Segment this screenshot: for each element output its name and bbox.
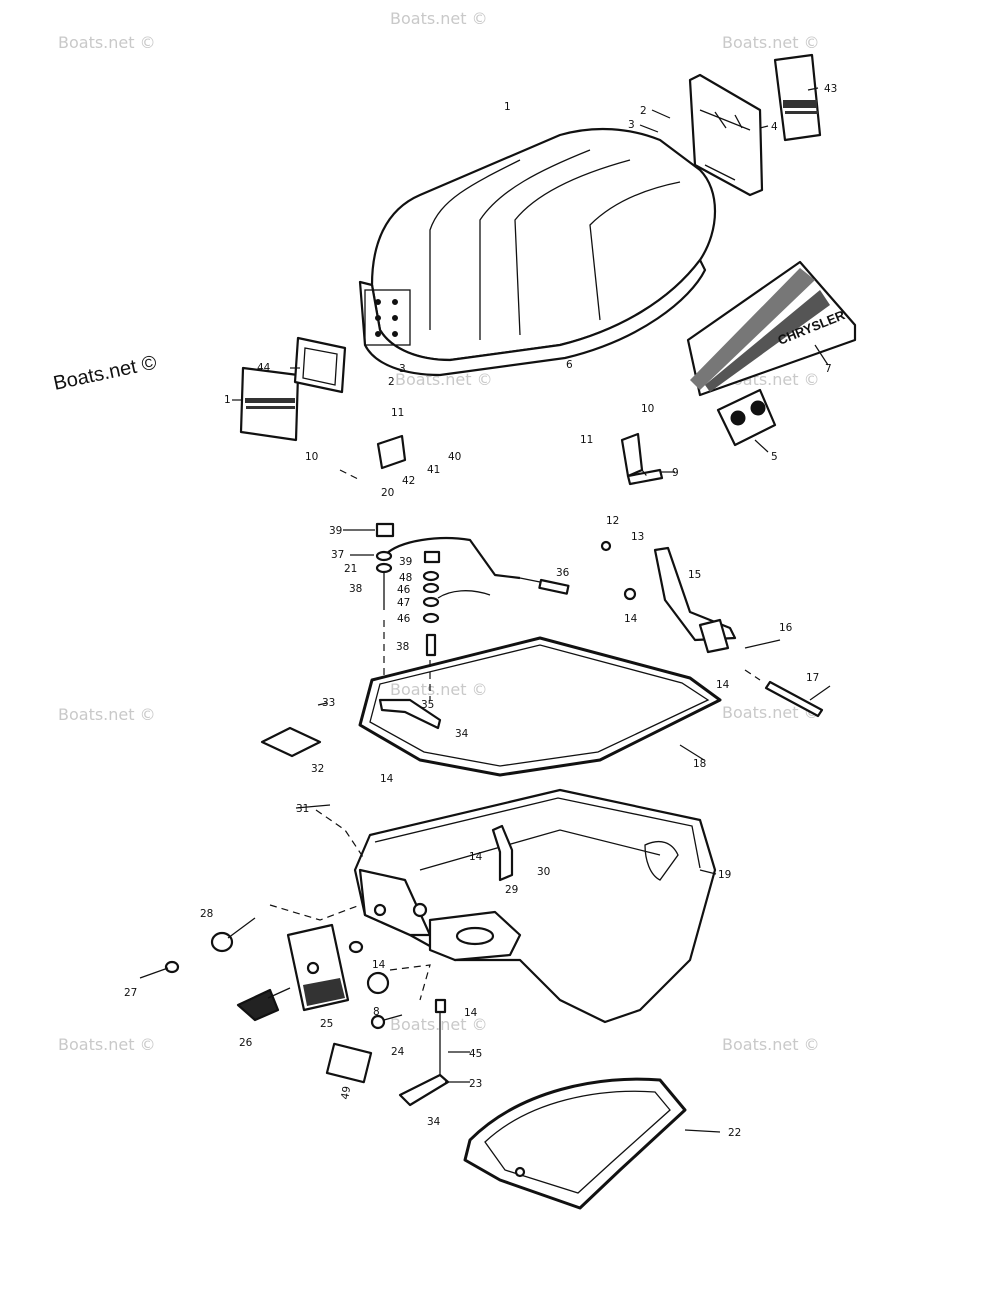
plate-32 bbox=[260, 726, 322, 758]
callout: 40 bbox=[448, 451, 461, 463]
callout: 16 bbox=[779, 622, 793, 634]
callout: 2 bbox=[388, 376, 395, 388]
callout: 33 bbox=[322, 697, 335, 709]
callout: 34 bbox=[427, 1116, 441, 1128]
callout: 7 bbox=[825, 363, 832, 375]
callout: 46 bbox=[397, 613, 411, 625]
callout: 37 bbox=[331, 549, 344, 561]
callout: 23 bbox=[469, 1078, 482, 1090]
callout: 21 bbox=[344, 563, 357, 575]
bracket-9 bbox=[620, 432, 664, 486]
front-decal-1 bbox=[239, 366, 300, 442]
callout: 39 bbox=[399, 556, 412, 568]
cowl-seal-18 bbox=[358, 636, 722, 777]
callout: 12 bbox=[606, 515, 619, 527]
watermark: Boats.net © bbox=[722, 33, 820, 52]
callout: 28 bbox=[200, 908, 213, 920]
callout: 4 bbox=[771, 121, 778, 133]
callout: 1 bbox=[224, 394, 231, 406]
callout: 14 bbox=[380, 773, 394, 785]
callout: 1 bbox=[504, 101, 511, 113]
bracket-29 bbox=[491, 824, 514, 882]
callout: 3 bbox=[628, 119, 635, 131]
callout: 5 bbox=[771, 451, 778, 463]
callout: 41 bbox=[427, 464, 440, 476]
callout: 24 bbox=[391, 1046, 405, 1058]
callout: 38 bbox=[396, 641, 409, 653]
callout: 34 bbox=[455, 728, 469, 740]
callout: 17 bbox=[806, 672, 819, 684]
callout: 14 bbox=[716, 679, 730, 691]
callout: 3 bbox=[399, 363, 406, 375]
callout: 48 bbox=[399, 572, 412, 584]
watermark: Boats.net © bbox=[390, 1015, 488, 1034]
lower-left-parts bbox=[164, 917, 450, 1107]
leader-lines bbox=[139, 87, 831, 1133]
rod-17 bbox=[764, 680, 824, 718]
callout: 19 bbox=[718, 869, 731, 881]
callout: 8 bbox=[373, 1006, 380, 1018]
callout: 9 bbox=[672, 467, 679, 479]
watermark: Boats.net © bbox=[58, 33, 156, 52]
callout: 47 bbox=[397, 597, 410, 609]
callout: 45 bbox=[469, 1048, 482, 1060]
callout: 36 bbox=[556, 567, 570, 579]
callout: 31 bbox=[296, 803, 309, 815]
callout: 20 bbox=[381, 487, 394, 499]
callout: 11 bbox=[580, 434, 593, 446]
watermark: Boats.net © bbox=[58, 705, 156, 724]
watermarks: Boats.net © Boats.net © Boats.net © Boat… bbox=[51, 9, 819, 1054]
callout: 25 bbox=[320, 1018, 333, 1030]
chrysler-decal: CHRYSLER bbox=[686, 260, 857, 397]
watermark: Boats.net © bbox=[58, 1035, 156, 1054]
bottom-seal-22 bbox=[463, 1077, 687, 1210]
callout: 14 bbox=[464, 1007, 478, 1019]
callout: 35 bbox=[421, 699, 434, 711]
side-decal-43 bbox=[773, 53, 822, 142]
callout: 32 bbox=[311, 763, 324, 775]
callout: 30 bbox=[537, 866, 550, 878]
bracket-44 bbox=[293, 336, 347, 394]
callout: 22 bbox=[728, 1127, 741, 1139]
callout: 11 bbox=[391, 407, 404, 419]
callout: 46 bbox=[397, 584, 411, 596]
callout: 2 bbox=[640, 105, 647, 117]
callout: 42 bbox=[402, 475, 415, 487]
callout: 14 bbox=[372, 959, 386, 971]
callout: 39 bbox=[329, 525, 342, 537]
watermark-main: Boats.net © bbox=[51, 352, 158, 395]
callout: 49 bbox=[339, 1085, 353, 1100]
callout: 26 bbox=[239, 1037, 253, 1049]
callout: 38 bbox=[349, 583, 362, 595]
callout: 15 bbox=[688, 569, 701, 581]
callout: 44 bbox=[257, 362, 271, 374]
watermark: Boats.net © bbox=[722, 703, 820, 722]
watermark: Boats.net © bbox=[722, 1035, 820, 1054]
callout: 27 bbox=[124, 987, 137, 999]
callout: 18 bbox=[693, 758, 706, 770]
mounting-plate bbox=[688, 73, 764, 197]
callout: 14 bbox=[624, 613, 638, 625]
latch-plate bbox=[716, 388, 777, 447]
callout: 10 bbox=[305, 451, 318, 463]
callout: 29 bbox=[505, 884, 518, 896]
watermark: Boats.net © bbox=[390, 9, 488, 28]
shift-rod-assembly bbox=[375, 522, 570, 657]
callout: 6 bbox=[566, 359, 573, 371]
bracket-41 bbox=[376, 434, 407, 470]
callout: 10 bbox=[641, 403, 654, 415]
callout-labels: 1 1 2 2 3 3 4 5 6 7 8 9 10 10 11 11 12 1… bbox=[124, 83, 837, 1139]
throttle-lever bbox=[600, 540, 781, 654]
callout: 43 bbox=[824, 83, 837, 95]
lower-cowl bbox=[353, 788, 717, 1024]
watermark: Boats.net © bbox=[390, 680, 488, 699]
top-cowl bbox=[358, 127, 716, 377]
construction-lines bbox=[269, 469, 761, 1001]
callout: 14 bbox=[469, 851, 483, 863]
callout: 13 bbox=[631, 531, 644, 543]
